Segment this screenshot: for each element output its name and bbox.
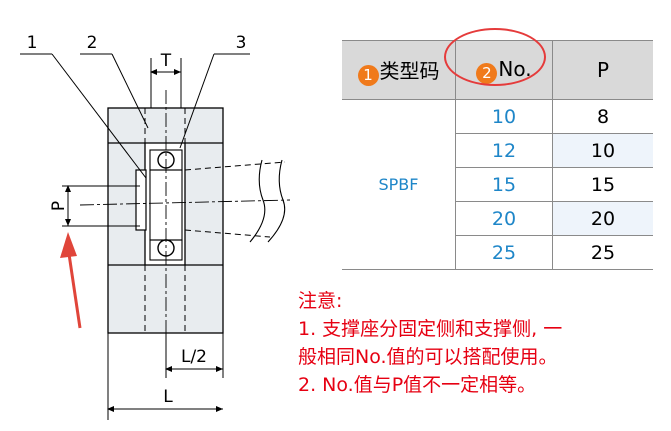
no-cell: 15 bbox=[455, 167, 553, 202]
notes-line-1: 1. 支撑座分固定侧和支撑侧, 一 bbox=[298, 318, 563, 340]
no-cell: 20 bbox=[455, 201, 553, 236]
p-cell: 8 bbox=[552, 99, 653, 134]
header-type-label: 类型码 bbox=[379, 58, 440, 83]
hidden-lines bbox=[144, 108, 286, 333]
callout-2: 2 bbox=[87, 33, 98, 53]
badge-1: 1 bbox=[357, 64, 379, 86]
dim-half-l-label: L/2 bbox=[181, 347, 207, 367]
notes-line-3: 2. No.值与P值不一定相等。 bbox=[298, 374, 537, 396]
dim-t-label: T bbox=[160, 51, 172, 71]
notes-line-2: 般相同No.值的可以搭配使用。 bbox=[298, 346, 558, 368]
dim-l-label: L bbox=[163, 387, 173, 407]
header-p: P bbox=[552, 40, 653, 100]
header-p-label: P bbox=[596, 58, 610, 82]
red-arrow bbox=[60, 232, 82, 329]
no-cell: 25 bbox=[455, 235, 553, 270]
notes: 注意: 1. 支撑座分固定侧和支撑侧, 一 般相同No.值的可以搭配使用。 2.… bbox=[298, 287, 562, 399]
center-lines bbox=[79, 90, 291, 345]
table-row: SPBF 10 8 bbox=[342, 99, 653, 270]
type-value: SPBF bbox=[342, 99, 456, 270]
table-row: 12 10 bbox=[342, 133, 653, 168]
notes-title: 注意: bbox=[298, 290, 343, 312]
callout-3: 3 bbox=[236, 33, 247, 53]
table-row: 25 25 bbox=[342, 235, 653, 270]
dim-p-label: P bbox=[49, 201, 69, 211]
bearing-support-drawing: T P L/2 L 1 2 3 bbox=[20, 33, 291, 420]
callout-1: 1 bbox=[27, 33, 38, 53]
no-cell: 10 bbox=[455, 99, 553, 134]
p-cell: 25 bbox=[552, 235, 653, 270]
shaft-step bbox=[135, 169, 147, 231]
p-cell: 10 bbox=[552, 133, 653, 168]
highlight-ellipse bbox=[444, 28, 546, 86]
p-cell: 20 bbox=[552, 201, 653, 236]
no-cell: 12 bbox=[455, 133, 553, 168]
table-row: 20 20 bbox=[342, 201, 653, 236]
p-cell: 15 bbox=[552, 167, 653, 202]
